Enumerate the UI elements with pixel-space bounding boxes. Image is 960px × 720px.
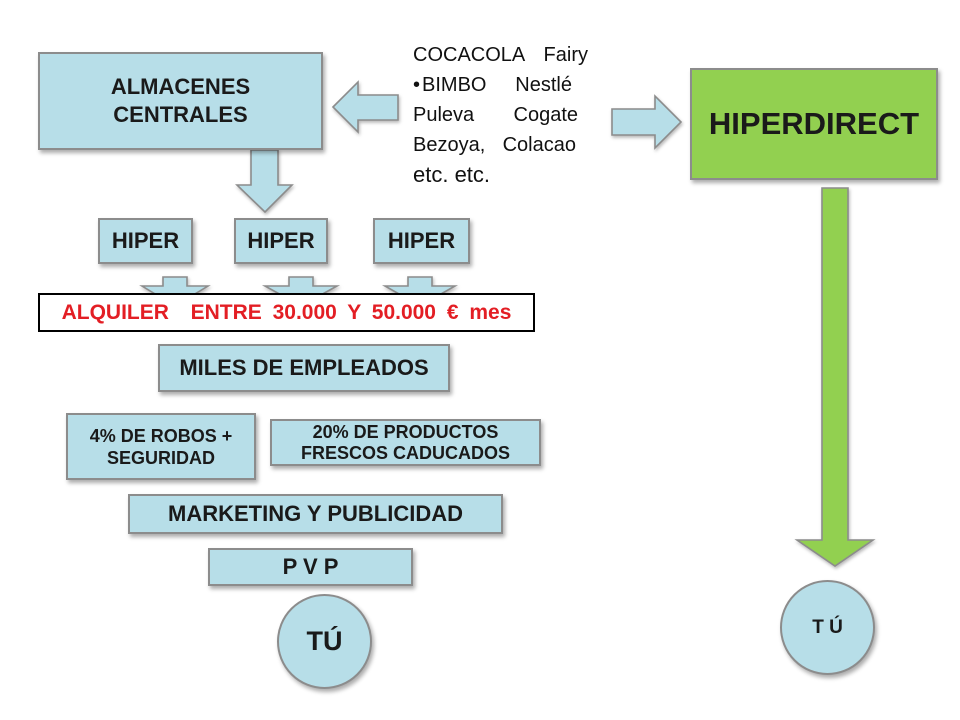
central-warehouse-line1: ALMACENES bbox=[110, 74, 251, 99]
employees-label: MILES DE EMPLEADOS bbox=[179, 355, 429, 380]
expired-line2: FRESCOS CADUCADOS bbox=[300, 442, 510, 463]
supplier-name: Nestlé bbox=[515, 73, 572, 96]
central-warehouse-box: ALMACENES CENTRALES bbox=[38, 52, 323, 150]
retail-price-box: P V P bbox=[208, 548, 413, 586]
rent-cost-label: ALQUILER ENTRE 30.000 Y 50.000 € mes bbox=[61, 300, 512, 324]
central-warehouse-line2: CENTRALES bbox=[113, 102, 248, 127]
supplier-row: Puleva Cogate bbox=[413, 100, 578, 130]
supplier-name: Cogate bbox=[513, 103, 579, 126]
hiper-box-2: HIPER bbox=[234, 218, 328, 264]
hiperdirect-label: HIPERDIRECT bbox=[708, 106, 920, 141]
hiper-label: HIPER bbox=[111, 228, 180, 253]
supplier-etc: etc. etc. bbox=[413, 162, 491, 187]
theft-line1: 4% DE ROBOS + bbox=[89, 425, 233, 446]
supplier-name: COCACOLA bbox=[413, 43, 526, 66]
supplier-row: BIMBO Nestlé bbox=[413, 70, 572, 100]
consumer-label: T Ú bbox=[812, 616, 843, 638]
hiper-box-1: HIPER bbox=[98, 218, 193, 264]
rent-cost-box: ALQUILER ENTRE 30.000 Y 50.000 € mes bbox=[38, 293, 535, 332]
hiper-label: HIPER bbox=[247, 228, 315, 253]
arrow-suppliers-to-hiperdirect bbox=[611, 94, 683, 150]
arrow-suppliers-to-warehouse bbox=[331, 80, 399, 134]
theft-line2: SEGURIDAD bbox=[106, 447, 215, 468]
theft-security-box: 4% DE ROBOS + SEGURIDAD bbox=[66, 413, 256, 480]
supplier-name: BIMBO bbox=[413, 74, 486, 97]
arrow-hiperdirect-to-consumer bbox=[794, 187, 876, 567]
marketing-box: MARKETING Y PUBLICIDAD bbox=[128, 494, 503, 534]
retail-price-label: P V P bbox=[282, 554, 339, 579]
supplier-row: COCACOLA Fairy bbox=[413, 40, 588, 70]
consumer-label: TÚ bbox=[306, 626, 343, 656]
supplier-brand-list: COCACOLA Fairy BIMBO Nestlé Puleva Cogat… bbox=[413, 40, 588, 190]
supplier-row: Bezoya, Colacao bbox=[413, 130, 576, 160]
supplier-name: Puleva bbox=[413, 103, 475, 126]
arrow-warehouse-to-hipers bbox=[235, 149, 294, 214]
consumer-circle-traditional: TÚ bbox=[277, 594, 372, 689]
supplier-name: Fairy bbox=[543, 43, 588, 66]
supplier-name: Colacao bbox=[502, 133, 576, 156]
hiper-box-3: HIPER bbox=[373, 218, 470, 264]
hiperdirect-box: HIPERDIRECT bbox=[690, 68, 938, 180]
employees-box: MILES DE EMPLEADOS bbox=[158, 344, 450, 392]
marketing-label: MARKETING Y PUBLICIDAD bbox=[168, 501, 463, 526]
hiper-label: HIPER bbox=[387, 228, 456, 253]
expired-products-box: 20% DE PRODUCTOS FRESCOS CADUCADOS bbox=[270, 419, 541, 466]
supplier-name: Bezoya, bbox=[413, 133, 486, 156]
consumer-circle-direct: T Ú bbox=[780, 580, 875, 675]
expired-line1: 20% DE PRODUCTOS bbox=[312, 421, 499, 442]
